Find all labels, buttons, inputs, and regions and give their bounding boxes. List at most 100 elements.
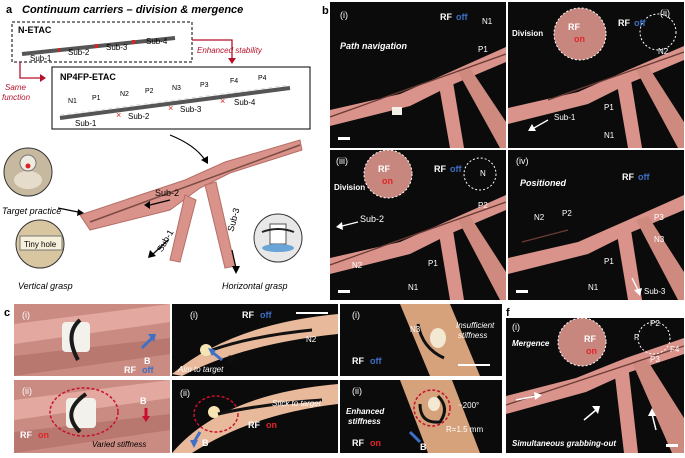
cut-mark-3: × bbox=[220, 96, 225, 106]
c-ii-caption: Varied stiffness bbox=[92, 440, 146, 449]
b-iv-n1: N1 bbox=[588, 283, 599, 292]
d-i-caption: Aim to target bbox=[177, 365, 224, 374]
panel-e: e (i) N3 Insufficient stiffness RF off (… bbox=[340, 304, 502, 453]
d-i-tag: (i) bbox=[190, 310, 198, 320]
b-i-caption: Path navigation bbox=[340, 41, 408, 51]
b-i-rf: RF bbox=[440, 12, 452, 22]
netac-rod bbox=[21, 36, 176, 56]
b-iii-n2: N2 bbox=[352, 261, 363, 270]
c-ii-rf: RF bbox=[20, 430, 32, 440]
f-label-p3: P3 bbox=[650, 355, 660, 364]
f-mergence: Mergence bbox=[512, 339, 550, 348]
b-ii-zoom bbox=[553, 7, 607, 61]
b-ii-n2: N2 bbox=[658, 47, 669, 56]
b-i-state: off bbox=[456, 12, 468, 22]
e-ii-enhanced-1: Enhanced bbox=[346, 407, 385, 416]
np-label-p2: P2 bbox=[145, 88, 154, 95]
d-ii-b: B bbox=[202, 438, 209, 448]
b-iii-tag: (iii) bbox=[336, 156, 348, 166]
d-ii-tag: (ii) bbox=[180, 388, 190, 398]
e-i-off: off bbox=[370, 356, 382, 366]
b-iii-zoom bbox=[363, 150, 413, 199]
panel-f-label: f bbox=[506, 307, 510, 319]
vessel-sub3: Sub-3 bbox=[226, 207, 242, 233]
e-ii-ring bbox=[413, 389, 451, 427]
b-iv-off: off bbox=[638, 172, 650, 182]
b-ii-n1: N1 bbox=[604, 131, 615, 140]
panel-b-ii: (ii) Division RF on RF off N2 P1 Sub-1 N… bbox=[508, 2, 684, 148]
b-ii-p1: P1 bbox=[604, 103, 614, 112]
panel-b-iv: (iv) Positioned RF off N2 P2 P3 N3 P1 N1… bbox=[508, 150, 684, 300]
b-iv-scale-bar bbox=[516, 290, 528, 293]
d-i-rf: RF bbox=[242, 310, 254, 320]
b-i-scale-bar bbox=[338, 137, 350, 140]
f-label-p: P bbox=[634, 333, 639, 342]
b-iii-p1: P1 bbox=[428, 259, 438, 268]
np4fp-title: NP4FP-ETAC bbox=[60, 72, 116, 82]
b-iii-scale-bar bbox=[338, 290, 350, 293]
b-iv-n2: N2 bbox=[534, 213, 545, 222]
vertical-grasp-label: Vertical grasp bbox=[18, 281, 73, 291]
c-i-tag: (i) bbox=[22, 310, 30, 320]
b-iii-off: off bbox=[450, 164, 462, 174]
e-ii-angle: ~200° bbox=[458, 401, 479, 410]
target-practice-label: Target practice bbox=[2, 206, 61, 216]
cut-mark-2: × bbox=[168, 103, 173, 113]
e-i-scale-bar bbox=[458, 364, 490, 366]
b-ii-division: Division bbox=[512, 29, 543, 38]
f-label-p2: P2 bbox=[650, 319, 660, 328]
b-iii-rf2: RF bbox=[434, 164, 446, 174]
e-i-rf: RF bbox=[352, 356, 364, 366]
np-label-p1: P1 bbox=[92, 95, 101, 102]
np-sub2: Sub-2 bbox=[128, 112, 150, 121]
c-i-rf: RF bbox=[124, 365, 136, 375]
np-sub4: Sub-4 bbox=[234, 98, 256, 107]
e-i-n3: N3 bbox=[410, 325, 421, 334]
e-ii-on: on bbox=[370, 438, 381, 448]
d-ii-rf: RF bbox=[248, 420, 260, 430]
f-on: on bbox=[586, 346, 597, 356]
vessel-illustration bbox=[79, 139, 303, 269]
netac-sub1: Sub-1 bbox=[30, 54, 52, 63]
horizontal-grasp-label: Horizontal grasp bbox=[222, 281, 288, 291]
b-iv-p2: P2 bbox=[562, 209, 572, 218]
f-zoom bbox=[557, 318, 607, 367]
same-function-label-2: function bbox=[2, 93, 31, 102]
e-i-tag: (i) bbox=[352, 310, 360, 320]
np-sub3: Sub-3 bbox=[180, 105, 202, 114]
e-ii-enhanced-2: stiffness bbox=[348, 417, 381, 426]
panel-b-label-area: b bbox=[320, 2, 340, 23]
np-label-p4: P4 bbox=[258, 75, 267, 82]
b-iv-tag: (iv) bbox=[516, 156, 529, 166]
netac-sub2: Sub-2 bbox=[68, 48, 90, 57]
b-ii-rf2: RF bbox=[618, 18, 630, 28]
f-scale-bar bbox=[666, 444, 678, 447]
e-ii-b: B bbox=[420, 442, 427, 452]
c-ii-on: on bbox=[38, 430, 49, 440]
netac-title: N-ETAC bbox=[18, 25, 52, 35]
b-i-tag: (i) bbox=[340, 10, 348, 20]
panel-f-label-area: f bbox=[504, 304, 520, 325]
panel-b-iii: (iii) Division RF on RF off N P2 Sub-2 N… bbox=[330, 150, 506, 300]
c-ii-b: B bbox=[140, 396, 147, 406]
b-iii-p2: P2 bbox=[478, 201, 488, 210]
np-label-n2: N2 bbox=[120, 91, 129, 98]
d-i-scale-bar bbox=[296, 312, 328, 314]
b-iv-n3: N3 bbox=[654, 235, 665, 244]
same-function-label-1: Same bbox=[5, 83, 26, 92]
c-i-off: off bbox=[142, 365, 154, 375]
c-i-b: B bbox=[144, 356, 151, 366]
f-rf: RF bbox=[584, 334, 596, 344]
enhanced-stability-label: Enhanced stability bbox=[197, 46, 263, 55]
panel-a: a Continuum carriers – division & mergen… bbox=[0, 0, 318, 300]
b-iii-n1: N1 bbox=[408, 283, 419, 292]
b-iv-caption: Positioned bbox=[520, 178, 567, 188]
b-iv-p1: P1 bbox=[604, 257, 614, 266]
c-ii-ring bbox=[49, 387, 119, 437]
netac-sub4: Sub-4 bbox=[146, 37, 168, 46]
netac-sub3: Sub-3 bbox=[106, 43, 128, 52]
b-iii-sub2: Sub-2 bbox=[360, 214, 384, 224]
b-iv-rf: RF bbox=[622, 172, 634, 182]
panel-c-label: c bbox=[4, 307, 10, 319]
b-iv-sub3: Sub-3 bbox=[644, 287, 666, 296]
